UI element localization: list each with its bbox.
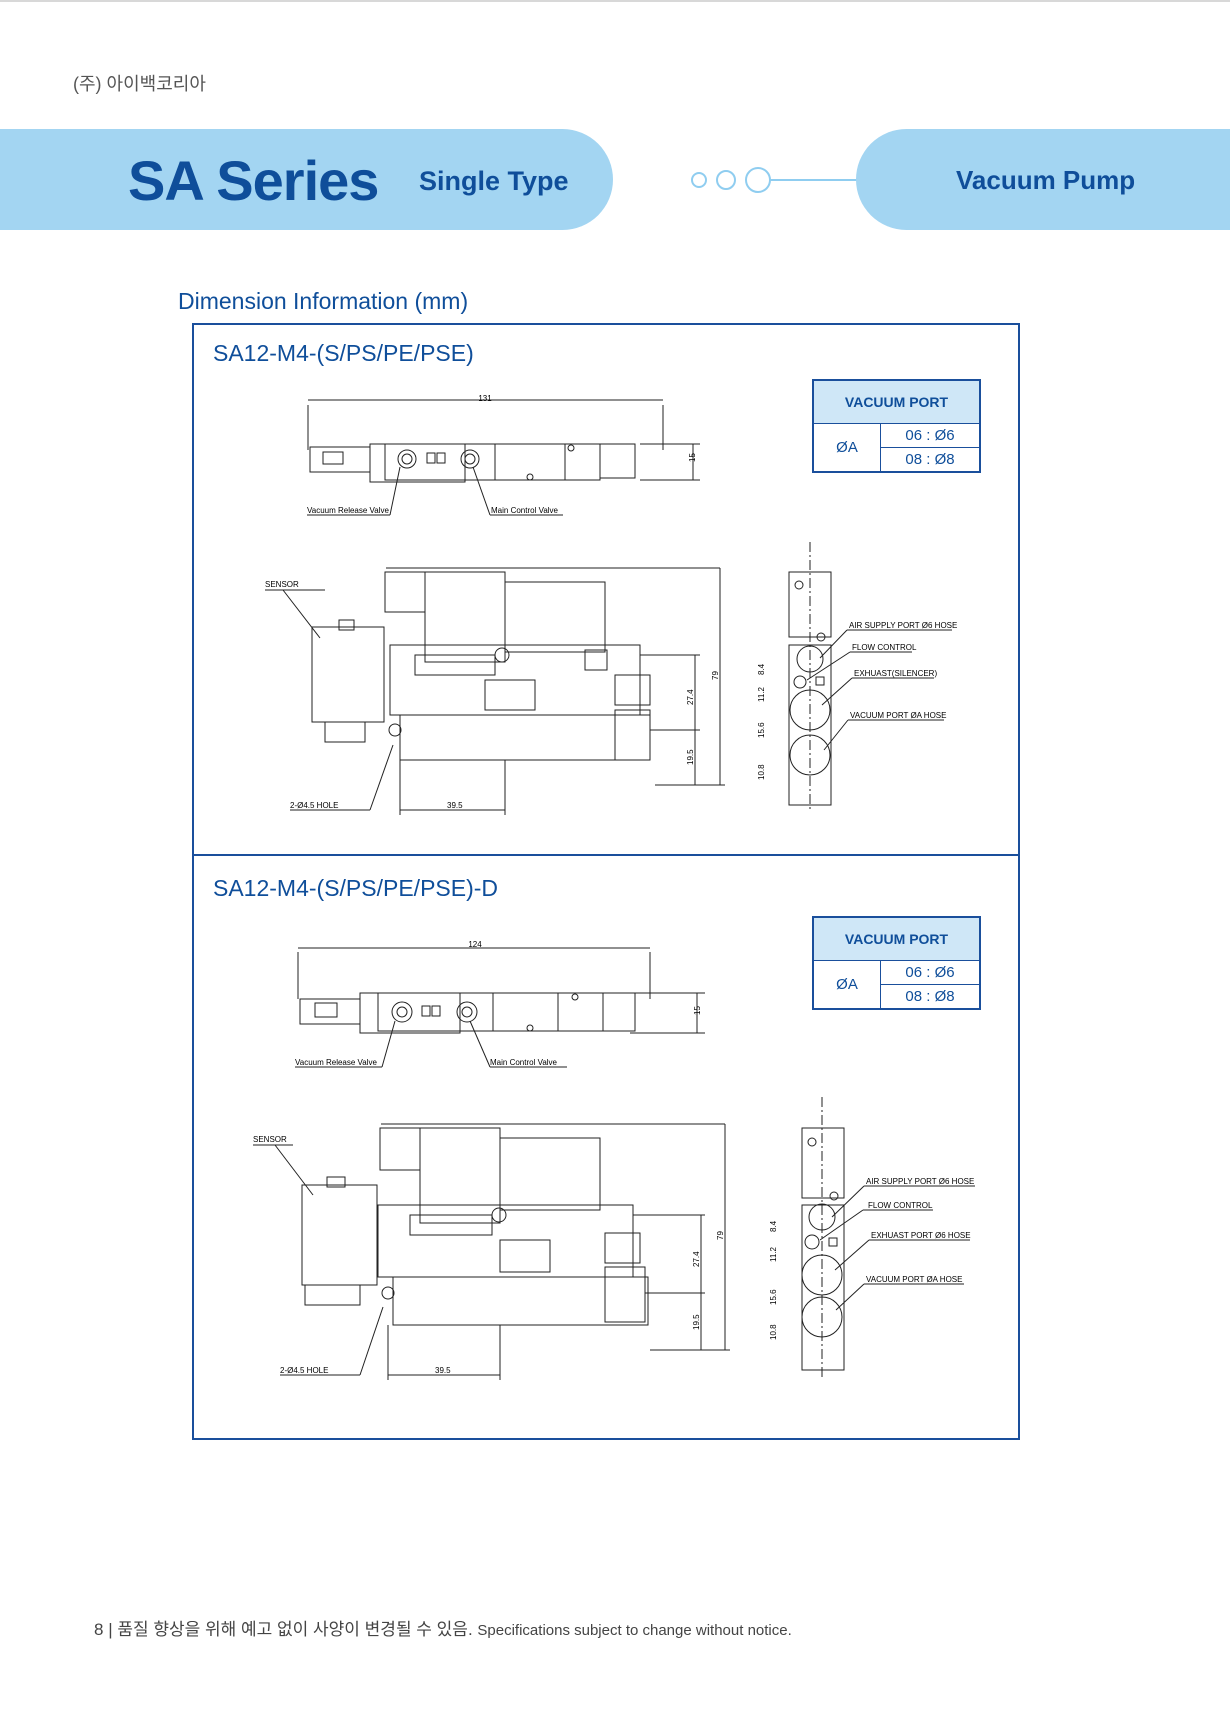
type-label: Single Type <box>419 166 569 196</box>
series-title: SA Series <box>128 149 379 212</box>
dim-11-2: 11.2 <box>757 686 766 702</box>
vacuum-release-valve-label: Vacuum Release Valve <box>295 1058 378 1067</box>
bottom-dim: 39.5 <box>435 1366 451 1375</box>
end-view-drawing: AIR SUPPLY PORT Ø6 HOSE FLOW CONTROL EXH… <box>769 1097 975 1377</box>
page-number: 8 <box>94 1620 104 1639</box>
page-footer: 8 | 품질 향상을 위해 예고 없이 사양이 변경될 수 있음. Specif… <box>94 1615 792 1640</box>
air-supply-label: AIR SUPPLY PORT Ø6 HOSE <box>866 1177 974 1186</box>
port-option: 06 : Ø6 <box>880 423 981 448</box>
end-view-drawing: AIR SUPPLY PORT Ø6 HOSE FLOW CONTROL EXH… <box>757 542 957 812</box>
side-view-drawing: SENSOR 2-Ø4.5 HOLE 39.5 27.4 79 19.5 <box>265 567 725 815</box>
port-row-label: ØA <box>812 423 881 473</box>
company-name: (주) 아이백코리아 <box>73 74 206 94</box>
model-title: SA12-M4-(S/PS/PE/PSE) <box>213 340 474 366</box>
dim-19-5: 19.5 <box>686 749 695 765</box>
main-control-valve-label: Main Control Valve <box>491 506 559 515</box>
top-view-drawing: 131 15 Vacuum Release Valve Main Control… <box>307 394 700 516</box>
top-width-dim: 124 <box>468 940 482 949</box>
vacuum-release-valve-label: Vacuum Release Valve <box>307 506 390 515</box>
dim-10-8: 10.8 <box>769 1324 778 1340</box>
circles-decoration <box>691 167 858 193</box>
top-width-dim: 131 <box>478 394 492 403</box>
notice-korean: 품질 향상을 위해 예고 없이 사양이 변경될 수 있음. <box>117 1620 473 1639</box>
vacuum-port-table: VACUUM PORT ØA 06 : Ø6 08 : Ø8 <box>812 379 981 473</box>
category-label: Vacuum Pump <box>956 165 1136 195</box>
dim-79: 79 <box>716 1231 725 1240</box>
dim-79: 79 <box>711 671 720 680</box>
top-height-dim: 15 <box>693 1006 702 1015</box>
sensor-label: SENSOR <box>265 580 299 589</box>
dim-27-4: 27.4 <box>692 1251 701 1267</box>
sensor-label: SENSOR <box>253 1135 287 1144</box>
top-height-dim: 15 <box>688 453 697 462</box>
top-rule <box>0 0 1230 2</box>
flow-control-label: FLOW CONTROL <box>868 1201 933 1210</box>
hole-label: 2-Ø4.5 HOLE <box>280 1366 328 1375</box>
dim-15-6: 15.6 <box>769 1289 778 1305</box>
port-table-header: VACUUM PORT <box>812 916 981 961</box>
port-table-header: VACUUM PORT <box>812 379 981 424</box>
dimension-frame <box>192 323 1020 1440</box>
vacuum-port-label: VACUUM PORT ØA HOSE <box>850 711 946 720</box>
footer-separator: | <box>108 1620 113 1639</box>
dim-19-5: 19.5 <box>692 1314 701 1330</box>
category-banner <box>856 129 1230 230</box>
notice-english: Specifications subject to change without… <box>477 1622 792 1639</box>
port-option: 08 : Ø8 <box>880 984 981 1010</box>
dim-10-8: 10.8 <box>757 764 766 780</box>
top-view-drawing: 124 15 Vacuum Release Valve Main Control… <box>295 940 705 1068</box>
dim-8-4: 8.4 <box>769 1220 778 1232</box>
exhaust-label: EXHUAST(SILENCER) <box>854 669 937 678</box>
port-row-label: ØA <box>812 960 881 1010</box>
port-option: 08 : Ø8 <box>880 447 981 473</box>
vacuum-port-table: VACUUM PORT ØA 06 : Ø6 08 : Ø8 <box>812 916 981 1010</box>
dim-8-4: 8.4 <box>757 663 766 675</box>
frame-divider <box>192 854 1020 856</box>
side-view-drawing: SENSOR 2-Ø4.5 HOLE 39.5 27.4 79 19.5 <box>253 1123 730 1380</box>
exhaust-label: EXHUAST PORT Ø6 HOSE <box>871 1231 971 1240</box>
hole-label: 2-Ø4.5 HOLE <box>290 801 338 810</box>
air-supply-label: AIR SUPPLY PORT Ø6 HOSE <box>849 621 957 630</box>
main-control-valve-label: Main Control Valve <box>490 1058 558 1067</box>
dim-15-6: 15.6 <box>757 722 766 738</box>
series-banner <box>0 129 613 230</box>
flow-control-label: FLOW CONTROL <box>852 643 917 652</box>
section-title: Dimension Information (mm) <box>178 288 469 314</box>
dim-11-2: 11.2 <box>769 1246 778 1262</box>
port-option: 06 : Ø6 <box>880 960 981 985</box>
bottom-dim: 39.5 <box>447 801 463 810</box>
vacuum-port-label: VACUUM PORT ØA HOSE <box>866 1275 962 1284</box>
dim-27-4: 27.4 <box>686 689 695 705</box>
model-title: SA12-M4-(S/PS/PE/PSE)-D <box>213 875 499 901</box>
